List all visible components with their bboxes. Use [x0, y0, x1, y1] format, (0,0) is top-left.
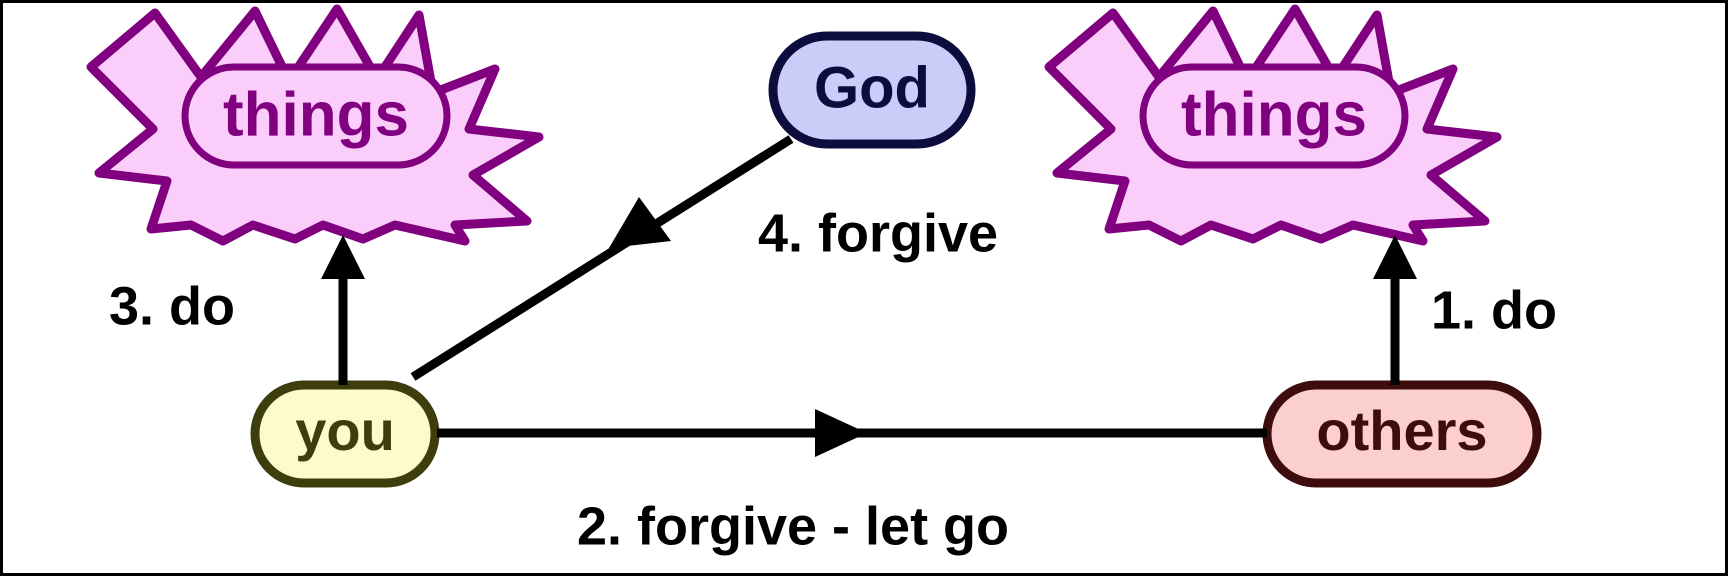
edge-3-arrowhead: [321, 235, 365, 279]
edge-4-arrowhead: [609, 197, 671, 248]
edge-4-line: [410, 135, 794, 381]
things-left-capsule: [181, 63, 451, 169]
node-you[interactable]: you: [250, 380, 440, 488]
god-capsule: [768, 31, 976, 149]
edge-2-arrowhead: [815, 409, 867, 457]
edge-others-things-right[interactable]: [1373, 235, 1417, 385]
things-left-label: things: [223, 80, 409, 149]
node-things-right[interactable]: things: [1044, 4, 1502, 246]
god-label: God: [814, 55, 930, 120]
edge-label-2-forgive-let-go: 2. forgive - let go: [577, 496, 1009, 556]
edge-you-others[interactable]: [437, 409, 1267, 457]
edge-label-1-do: 1. do: [1431, 280, 1557, 340]
edge-label-3-do: 3. do: [109, 276, 235, 336]
edge-you-things-left[interactable]: [321, 235, 365, 385]
node-things-left[interactable]: things: [86, 4, 544, 246]
edge-1-arrowhead: [1373, 235, 1417, 279]
node-others[interactable]: others: [1262, 380, 1542, 488]
node-god[interactable]: God: [768, 31, 976, 149]
edge-god-you[interactable]: [410, 135, 794, 381]
diagram-svg: things things God you others: [86, 4, 1557, 556]
edge-label-4-forgive: 4. forgive: [758, 203, 998, 263]
things-right-capsule: [1139, 63, 1409, 169]
things-right-label: things: [1181, 80, 1367, 149]
you-label: you: [295, 399, 395, 462]
others-label: others: [1316, 399, 1487, 462]
